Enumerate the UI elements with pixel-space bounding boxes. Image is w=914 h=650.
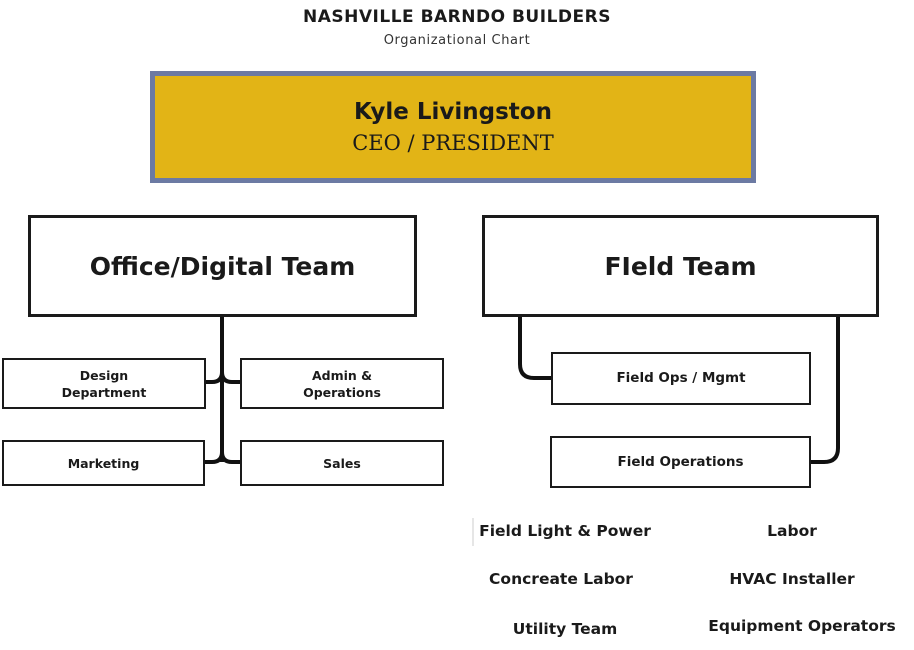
chart-subtitle: Organizational Chart [383,33,531,48]
role-field-light-power: Field Light & Power [479,522,651,540]
ceo-name: Kyle Livingston [354,99,552,125]
office-digital-team-box: Office/Digital Team [28,215,417,317]
marketing-box: Marketing [2,440,205,486]
design-department-box: Design Department [2,358,206,409]
connector-sales [220,451,240,464]
role-equipment-operators: Equipment Operators [708,617,896,635]
ceo-box: Kyle Livingston CEO / PRESIDENT [150,71,756,183]
connector-admin [220,371,240,384]
field-team-box: FIeld Team [482,215,879,317]
connector-marketing [204,451,224,464]
role-utility-team: Utility Team [512,620,618,638]
ceo-title: CEO / PRESIDENT [352,131,554,155]
connector-field-ops-mgmt [518,316,551,380]
chart-title: NASHVILLE BARNDO BUILDERS [303,7,611,27]
role-labor: Labor [767,522,817,540]
field-ops-mgmt-box: Field Ops / Mgmt [551,352,811,405]
connector-design [205,371,224,384]
role-hvac-installer: HVAC Installer [729,570,855,588]
connector-field-operations [810,316,840,464]
role-concreate-labor: Concreate Labor [489,570,633,588]
admin-operations-box: Admin & Operations [240,358,444,409]
field-operations-box: Field Operations [550,436,811,488]
sales-box: Sales [240,440,444,486]
